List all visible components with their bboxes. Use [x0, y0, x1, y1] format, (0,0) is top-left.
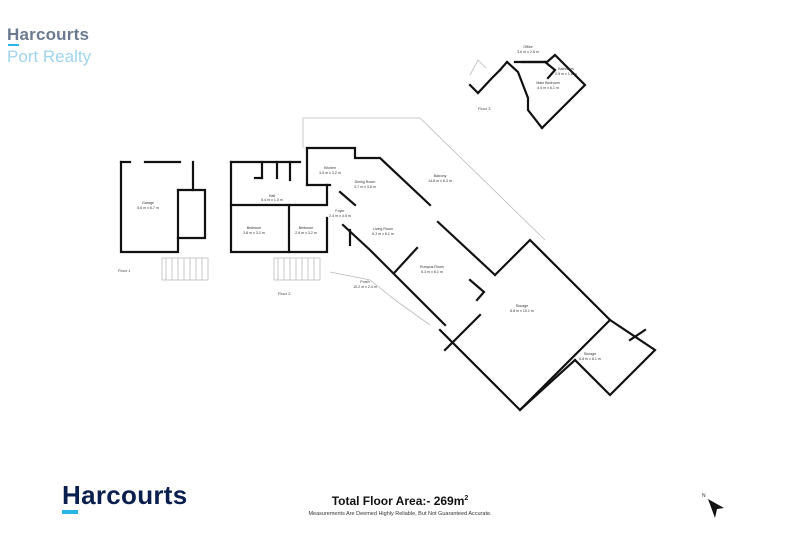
- room-storage1-name: Storage: [516, 304, 529, 308]
- room-hall-name: Hall: [269, 194, 275, 198]
- room-bedroom1-name: Bedroom: [247, 226, 262, 230]
- room-storage2-name: Storage: [584, 352, 597, 356]
- total-floor-area-text: Total Floor Area:- 269m: [331, 494, 465, 508]
- room-storage1-dims: 8.8 m x 10.1 m: [510, 309, 534, 313]
- room-office-dims: 3.6 m x 2.6 m: [517, 50, 539, 54]
- brand-office: Port Realty: [7, 47, 92, 66]
- total-floor-area-unit: 2: [464, 495, 469, 502]
- room-storage2-dims: 6.8 m x 8.1 m: [579, 357, 601, 361]
- brand-logo-bottom: Harcourts: [62, 482, 188, 514]
- room-kitchen-name: Kitchen: [324, 166, 336, 170]
- north-label: N: [702, 493, 706, 499]
- room-bedroom1-dims: 3.8 m x 3.2 m: [243, 231, 265, 235]
- room-bedroom2-name: Bedroom: [299, 226, 314, 230]
- room-rumpus-dims: 6.3 m x 6.1 m: [421, 270, 443, 274]
- brand-underline: [8, 44, 19, 46]
- floor2-west-plan: [229, 146, 329, 254]
- room-porch-dims: 10.2 m x 2.4 m: [353, 285, 377, 289]
- north-arrow-icon: N: [702, 493, 724, 518]
- floor3-label: Floor 3: [478, 106, 491, 111]
- floor1-label: Floor 1: [118, 268, 131, 273]
- room-office-name: Office: [523, 45, 532, 49]
- room-balcony-dims: 14.8 m x 6.3 m: [428, 179, 452, 183]
- brand-logo-top: Harcourts Port Realty: [7, 26, 91, 65]
- room-bedroom2-dims: 2.8 m x 3.2 m: [295, 231, 317, 235]
- floor2-main-plan: [305, 146, 657, 412]
- brand-name-bottom: Harcourts: [62, 480, 188, 510]
- room-kitchen-dims: 3.5 m x 3.2 m: [319, 171, 341, 175]
- room-rumpus-name: Rumpus Room: [420, 265, 444, 269]
- disclaimer: Measurements Are Deemed Highly Reliable,…: [308, 511, 492, 517]
- room-mainbed-name: Main Bedroom: [536, 81, 559, 85]
- room-bath3-dims: 2.5 m x 1.8 m: [555, 72, 577, 76]
- room-porch-name: Porch: [360, 280, 369, 284]
- room-garage-name: Garage: [142, 201, 154, 205]
- room-living-name: Living Room: [373, 227, 393, 231]
- room-bath3-name: Bathroom: [558, 67, 574, 71]
- floor1-plan: [119, 160, 207, 254]
- room-garage-dims: 5.6 m x 6.7 m: [137, 206, 159, 210]
- room-dining-dims: 3.7 m x 3.8 m: [354, 185, 376, 189]
- room-mainbed-dims: 4.4 m x 6.1 m: [537, 86, 559, 90]
- brand-name: Harcourts: [7, 25, 90, 44]
- room-balcony-name: Balcony: [434, 174, 447, 178]
- room-dining-name: Dining Room: [355, 180, 376, 184]
- total-floor-area: Total Floor Area:- 269m2: [290, 494, 510, 508]
- room-living-dims: 6.3 m x 6.1 m: [372, 232, 394, 236]
- room-hall-dims: 6.4 m x 1.0 m: [261, 198, 283, 202]
- brand-underline-bottom: [62, 510, 78, 514]
- room-foyer-dims: 2.4 m x 4.5 m: [329, 214, 351, 218]
- room-foyer-name: Foyer: [335, 209, 345, 213]
- floor3-plan: [468, 53, 587, 130]
- floor2-label: Floor 2: [278, 291, 291, 296]
